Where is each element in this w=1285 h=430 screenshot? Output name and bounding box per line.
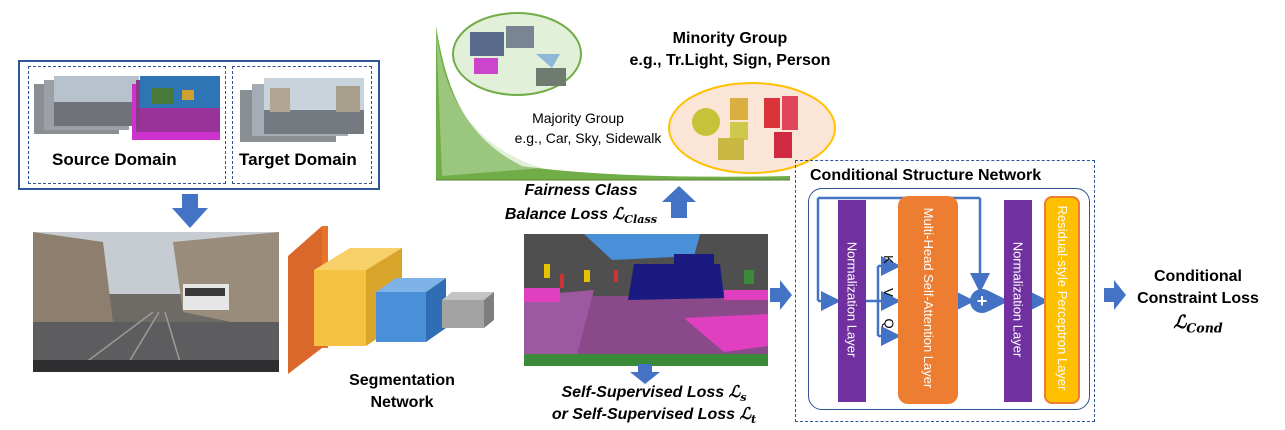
majority-group-examples: e.g., Car, Sky, Sidewalk <box>514 130 662 146</box>
normalization-layer-2-label: Normalization Layer <box>1010 241 1026 358</box>
segmentation-network-blocks <box>288 226 494 374</box>
multi-head-attention-label: Multi-Head Self-Attention Layer <box>921 207 936 389</box>
target-domain-images <box>240 78 364 142</box>
self-supervised-loss-prefix-s: Self-Supervised Loss <box>561 384 729 401</box>
fairness-loss-subscript: Class <box>624 212 658 227</box>
segmentation-output-map <box>524 234 768 366</box>
output-label-line2: Constraint Loss <box>1137 290 1259 307</box>
self-supervised-down-arrow <box>630 364 660 384</box>
self-supervised-loss-symbol-s: ℒ <box>728 382 741 401</box>
csn-input-arrow <box>770 280 792 310</box>
residual-perceptron-layer <box>1044 196 1080 404</box>
fairness-up-arrow <box>662 186 696 218</box>
self-supervised-loss-symbol-t: ℒ <box>739 404 751 423</box>
output-label-line1: Conditional <box>1154 268 1242 285</box>
normalization-layer-1 <box>838 200 866 402</box>
query-label: Q <box>881 318 897 329</box>
minority-group-examples: e.g., Tr.Light, Sign, Person <box>629 52 831 69</box>
majority-group-title: Majority Group <box>532 110 624 126</box>
segmentation-network-label-2: Network <box>370 394 434 411</box>
normalization-layer-2 <box>1004 200 1032 402</box>
self-supervised-loss-line1: Self-Supervised Loss ℒs <box>536 382 772 404</box>
csn-inner-frame <box>808 188 1090 410</box>
domain-down-arrow <box>172 194 208 228</box>
csn-title: Conditional Structure Network <box>810 167 1042 184</box>
fairness-loss-symbol: ℒ <box>612 204 625 223</box>
segmentation-network-label-1: Segmentation <box>349 372 455 389</box>
multi-head-attention-layer <box>898 196 958 404</box>
domain-panel <box>18 60 380 190</box>
fairness-loss-line2: Balance Loss ℒClass <box>486 204 676 226</box>
source-domain-box <box>28 66 226 184</box>
value-label: V <box>880 288 896 297</box>
class-distribution-curve <box>436 26 790 181</box>
target-domain-label: Target Domain <box>239 150 357 169</box>
csn-output-arrow <box>1104 280 1126 310</box>
output-loss-subscript: Cond <box>1186 320 1223 336</box>
output-label-line3: ℒCond <box>1128 312 1268 336</box>
fairness-loss-line1: Fairness Class <box>524 182 638 199</box>
residual-add-symbol: + <box>976 291 988 311</box>
minority-group-title: Minority Group <box>672 30 788 47</box>
fairness-loss-prefix: Balance Loss <box>504 206 613 223</box>
self-supervised-loss-sub-s: s <box>740 390 747 405</box>
self-supervised-loss-prefix-t: or Self-Supervised Loss <box>551 406 740 423</box>
residual-perceptron-label: Residual-style Perceptron Layer <box>1055 205 1070 391</box>
self-supervised-loss-sub-t: t <box>750 412 757 427</box>
residual-add-node: + <box>970 289 994 313</box>
csn-outer-frame <box>795 160 1095 422</box>
source-domain-images <box>34 76 220 140</box>
output-loss-symbol: ℒ <box>1173 312 1187 333</box>
source-domain-label: Source Domain <box>52 150 177 169</box>
majority-group-bubble <box>452 12 582 96</box>
target-domain-box <box>232 66 372 184</box>
self-supervised-loss-line2: or Self-Supervised Loss ℒt <box>522 404 786 426</box>
key-label: K <box>880 255 896 264</box>
normalization-layer-1-label: Normalization Layer <box>844 241 860 358</box>
street-scene-photo <box>33 232 279 372</box>
minority-group-bubble <box>668 82 836 174</box>
